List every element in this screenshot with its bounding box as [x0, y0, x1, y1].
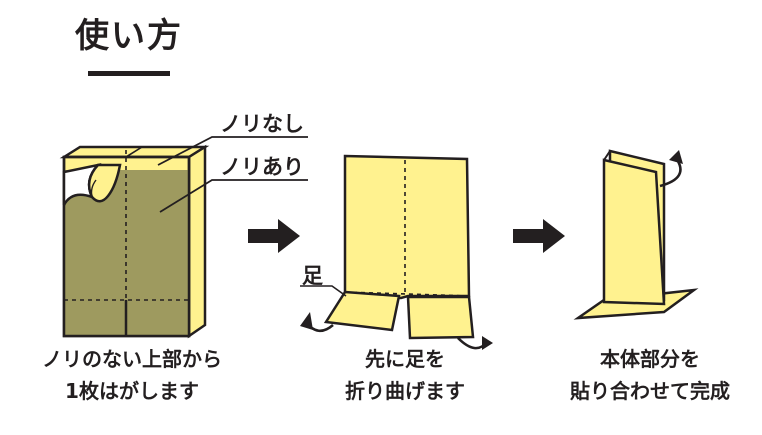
next-arrow-1 — [248, 219, 300, 253]
label-no-glue: ノリなし — [220, 112, 304, 136]
step1-caption: ノリのない上部から 1枚はがします — [22, 343, 242, 407]
step3-caption-line2: 貼り合わせて完成 — [570, 379, 730, 403]
step2-caption-line1: 先に足を — [365, 347, 445, 371]
label-leaders — [157, 136, 308, 213]
step2-caption-line2: 折り曲げます — [345, 379, 465, 403]
completed-stand — [573, 149, 699, 320]
sheet-stack — [59, 144, 210, 339]
title-underline — [88, 71, 170, 76]
label-with-glue: ノリあり — [220, 155, 304, 179]
unfolded-sheet — [300, 154, 493, 350]
foot-left — [323, 290, 401, 332]
next-arrow-2 — [513, 219, 565, 253]
page-title: 使い方 — [75, 16, 183, 56]
step3-caption: 本体部分を 貼り合わせて完成 — [545, 343, 755, 407]
step3-caption-line1: 本体部分を — [600, 347, 700, 371]
step2-caption: 先に足を 折り曲げます — [300, 343, 510, 407]
step1-caption-line2: 1枚はがします — [65, 379, 199, 403]
foot-right — [406, 295, 475, 340]
label-foot: 足 — [302, 264, 323, 288]
step1-caption-line1: ノリのない上部から — [42, 347, 222, 371]
